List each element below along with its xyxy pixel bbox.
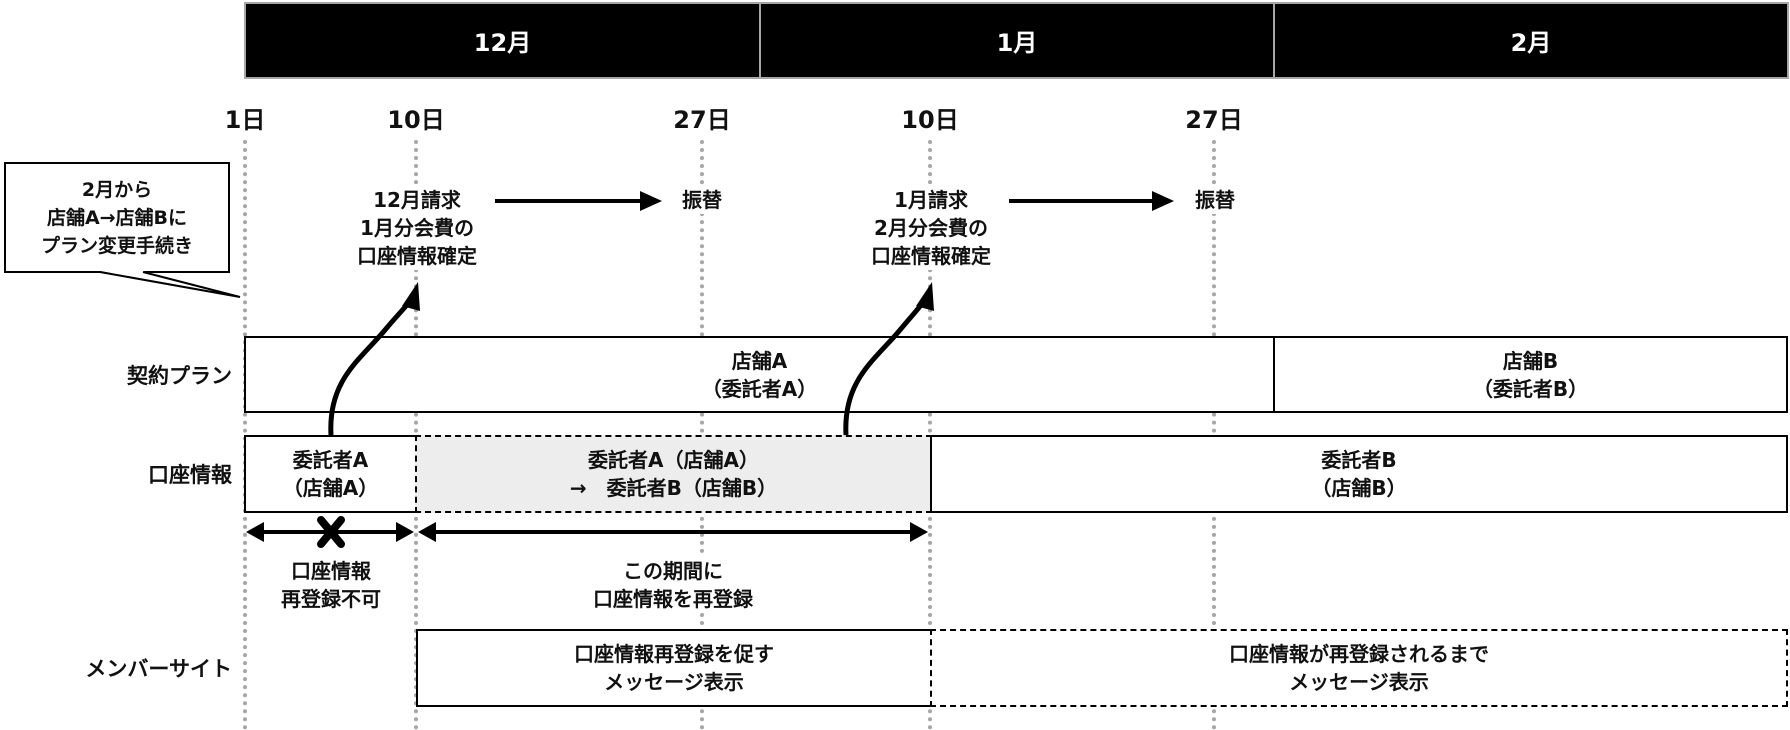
segment-line: 委託者B xyxy=(1321,448,1397,472)
period-line: 口座情報を再登録 xyxy=(593,587,753,611)
callout-line: 店舗A→店舗Bに xyxy=(46,206,188,229)
event-dec-billing: 12月請求 1月分会費の 口座情報確定 xyxy=(357,186,477,270)
callout-tail xyxy=(99,271,241,298)
event-line: 1月分会費の xyxy=(360,216,474,240)
member-site-segment-prompt: 口座情報再登録を促す メッセージ表示 xyxy=(416,629,932,707)
segment-line: （委託者B） xyxy=(1472,376,1589,401)
plan-segment-store-a: 店舗A （委託者A） xyxy=(244,336,1275,413)
event-line: 振替 xyxy=(1195,188,1235,212)
segment-line: 店舗B xyxy=(1502,348,1559,373)
event-jan-transfer: 振替 xyxy=(1195,186,1235,214)
plan-change-callout: 2月から 店舗A→店舗Bに プラン変更手続き xyxy=(4,162,230,273)
segment-line: （委託者A） xyxy=(701,376,818,401)
callout-line: プラン変更手続き xyxy=(40,234,193,257)
month-header-december: 12月 xyxy=(244,2,761,79)
event-line: 口座情報確定 xyxy=(357,244,477,268)
month-label: 1月 xyxy=(996,29,1038,57)
segment-line: → 委託者B（店舗B） xyxy=(569,476,778,500)
day-label-dec-1: 1日 xyxy=(224,106,266,134)
segment-line: メッセージ表示 xyxy=(1289,670,1429,694)
account-segment-consignor-b: 委託者B （店舗B） xyxy=(930,435,1788,513)
month-label: 12月 xyxy=(473,29,532,57)
segment-line: メッセージ表示 xyxy=(604,670,744,694)
double-arrow-reregistration-period xyxy=(418,522,928,542)
month-label: 2月 xyxy=(1510,29,1552,57)
period-line: 再登録不可 xyxy=(281,587,381,611)
event-line: 2月分会費の xyxy=(874,216,988,240)
segment-line: 口座情報再登録を促す xyxy=(574,642,774,666)
period-label-reregistration: この期間に 口座情報を再登録 xyxy=(593,557,753,613)
row-label-plan: 契約プラン xyxy=(127,364,232,388)
arrow-jan-billing-to-transfer xyxy=(1009,191,1174,211)
callout-tail-fill xyxy=(100,271,240,297)
day-label-dec-27: 27日 xyxy=(673,106,731,134)
row-label-member-site: メンバーサイト xyxy=(85,657,232,681)
cross-icon xyxy=(317,516,345,548)
segment-line: 口座情報が再登録されるまで xyxy=(1229,642,1489,666)
segment-line: 委託者A（店舗A） xyxy=(588,448,759,472)
arrow-dec-billing-to-transfer xyxy=(495,191,662,211)
segment-line: （店舗A） xyxy=(282,476,379,500)
event-line: 1月請求 xyxy=(894,188,968,212)
callout-line: 2月から xyxy=(81,178,153,201)
day-label-jan-27: 27日 xyxy=(1185,106,1243,134)
double-arrow-no-reregistration-period xyxy=(246,522,414,542)
event-line: 口座情報確定 xyxy=(871,244,991,268)
day-label-jan-10: 10日 xyxy=(901,106,959,134)
row-label-account: 口座情報 xyxy=(148,463,232,487)
day-label-dec-10: 10日 xyxy=(387,106,445,134)
event-line: 振替 xyxy=(682,188,722,212)
member-site-segment-until-reregistered: 口座情報が再登録されるまで メッセージ表示 xyxy=(930,629,1788,707)
plan-segment-store-b: 店舗B （委託者B） xyxy=(1273,336,1788,413)
event-line: 12月請求 xyxy=(373,188,461,212)
period-label-no-reregistration: 口座情報 再登録不可 xyxy=(281,557,381,613)
account-segment-transition: 委託者A（店舗A） → 委託者B（店舗B） xyxy=(415,435,932,513)
month-header-february: 2月 xyxy=(1273,2,1789,79)
segment-line: 委託者A xyxy=(292,448,369,472)
period-line: この期間に xyxy=(623,559,723,583)
event-dec-transfer: 振替 xyxy=(682,186,722,214)
segment-line: 店舗A xyxy=(731,348,788,373)
period-line: 口座情報 xyxy=(291,559,371,583)
account-segment-consignor-a: 委託者A （店舗A） xyxy=(244,435,417,513)
month-header-january: 1月 xyxy=(759,2,1275,79)
event-jan-billing: 1月請求 2月分会費の 口座情報確定 xyxy=(871,186,991,270)
segment-line: （店舗B） xyxy=(1311,476,1407,500)
